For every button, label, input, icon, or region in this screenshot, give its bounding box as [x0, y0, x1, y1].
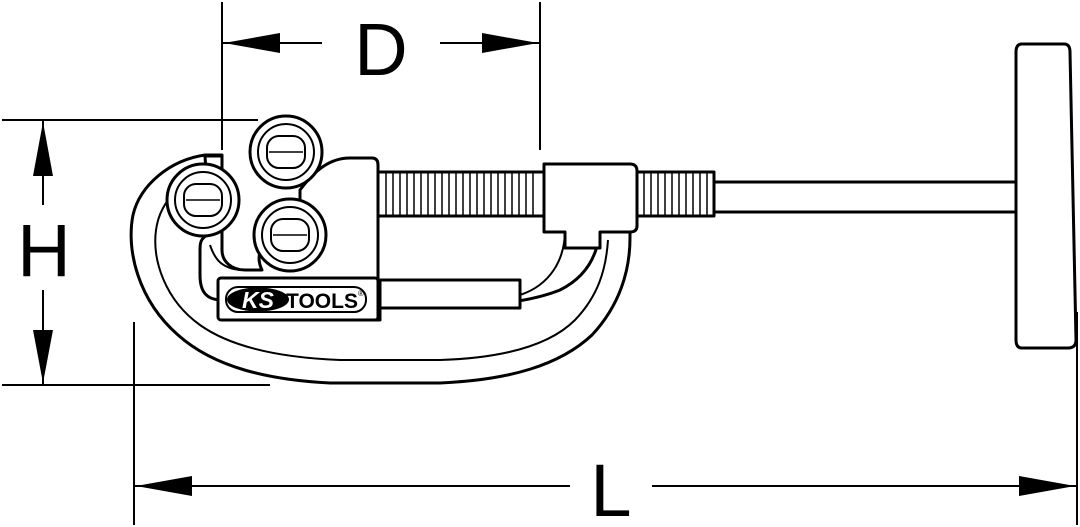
dimension-h: H	[2, 119, 270, 386]
arrow-d-left	[224, 33, 280, 53]
c-frame-inner-edge	[519, 229, 566, 296]
cutter-wheel-left	[165, 162, 241, 238]
arrow-d-right	[482, 33, 538, 53]
logo-registered-mark: ®	[358, 289, 364, 298]
spindle-thread-right	[634, 170, 716, 218]
feed-nut-block	[542, 162, 639, 250]
arrow-h-top	[33, 122, 53, 176]
handle-grip	[1014, 42, 1078, 350]
logo-ks-text: KS	[242, 287, 275, 313]
threaded-spindle	[376, 170, 716, 218]
cutter-wheels	[165, 114, 328, 273]
dimension-label-h: H	[17, 209, 70, 292]
dimension-l: L	[133, 312, 1078, 527]
logo-tools-text: TOOLS	[286, 290, 358, 313]
dimension-label-d: D	[354, 8, 407, 91]
slide-bar	[378, 278, 522, 310]
logo-ks-oval	[227, 287, 289, 312]
c-frame-inner-contour	[154, 167, 609, 361]
spindle-thread-left	[376, 170, 546, 218]
dimension-d: D	[221, 2, 541, 150]
cutter-wheel-top	[248, 114, 324, 190]
t-handle	[698, 42, 1078, 350]
arrow-l-right	[1019, 476, 1075, 496]
cutter-wheel-bottom	[252, 197, 328, 273]
handle-shaft	[698, 180, 1022, 214]
dimension-label-l: L	[590, 449, 631, 527]
arrow-h-bottom	[33, 330, 53, 383]
arrow-l-left	[136, 476, 192, 496]
ks-tools-logo: KS TOOLS ®	[225, 286, 367, 313]
cutter-head-housing	[198, 154, 380, 302]
head-inner-curve	[209, 244, 241, 271]
